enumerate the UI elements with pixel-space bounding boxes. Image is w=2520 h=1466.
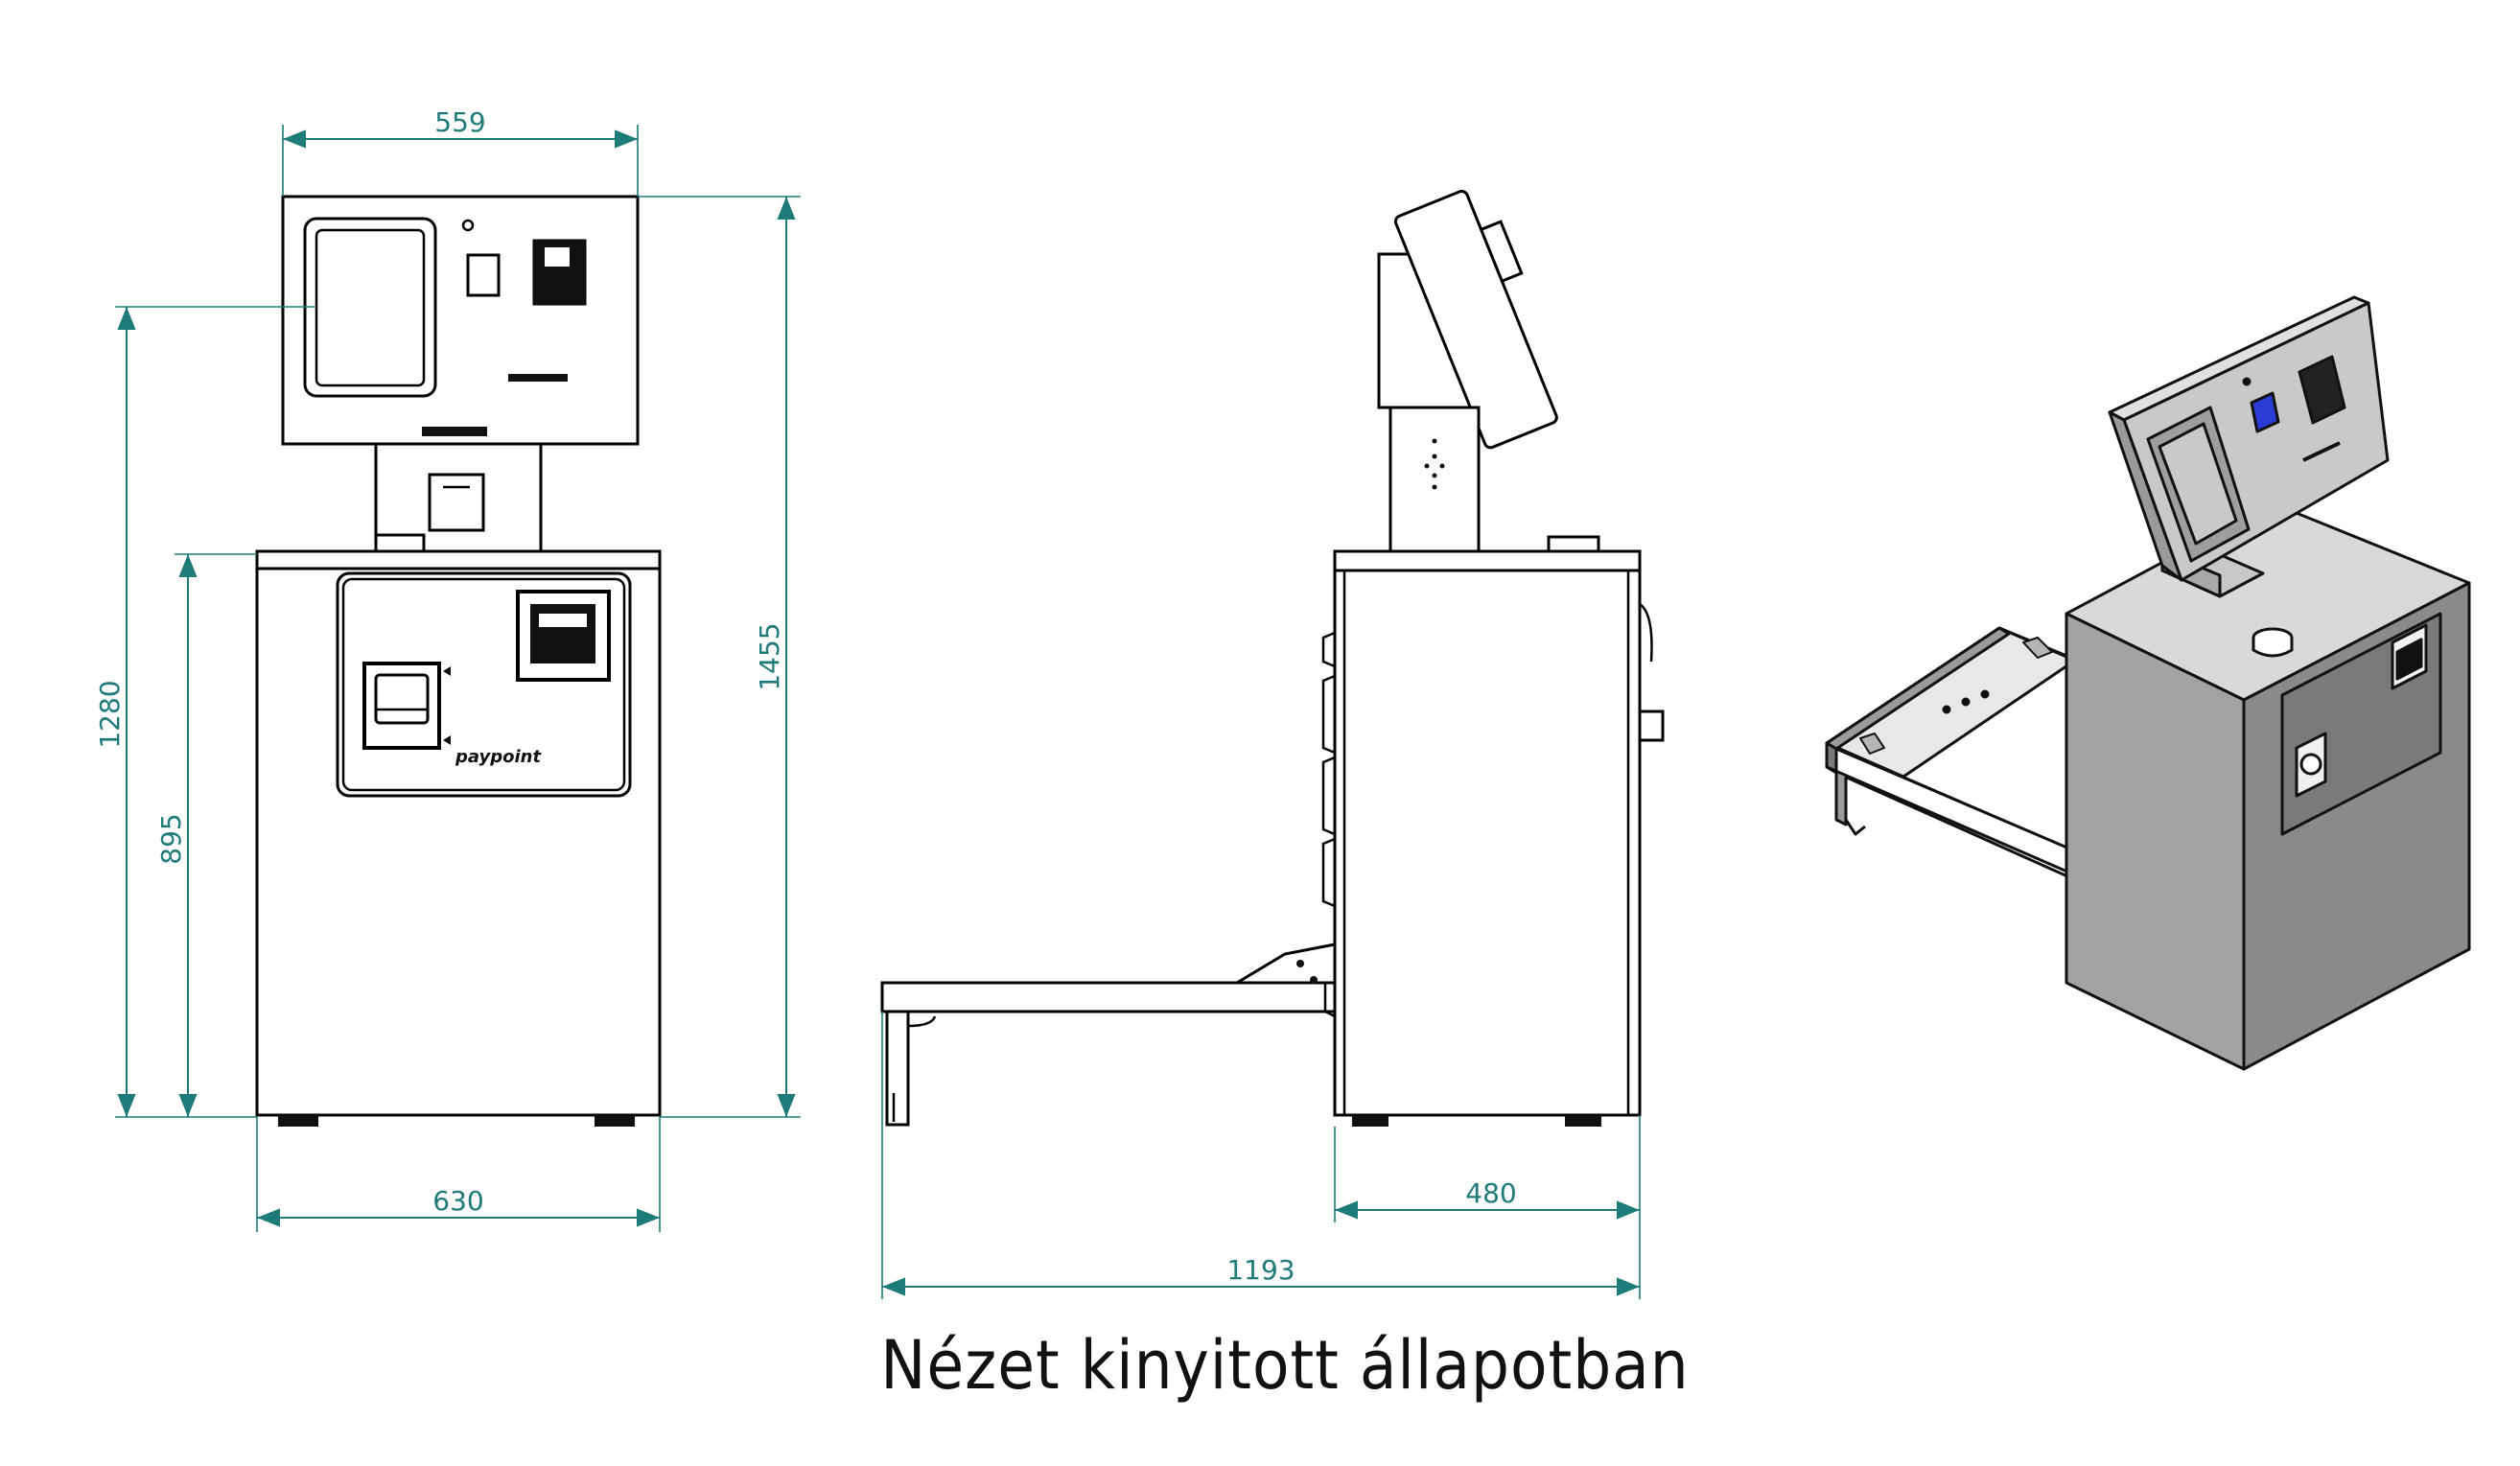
dim-label-559: 559 <box>434 106 485 138</box>
side-dimensions: 480 1193 <box>881 1012 1641 1299</box>
side-column <box>1388 406 1481 553</box>
front-scanner-window <box>466 253 501 297</box>
front-foot-left <box>278 1115 318 1127</box>
isometric-view <box>1825 295 2471 1071</box>
front-card-reader-display <box>545 247 570 267</box>
front-cabinet-panel-inner <box>341 577 626 792</box>
side-view <box>880 189 1665 1127</box>
front-bill-acceptor-slot <box>530 604 595 663</box>
iso-screen <box>2158 422 2238 546</box>
dim-label-480: 480 <box>1465 1177 1516 1209</box>
front-arrow-marker <box>443 666 451 676</box>
caption: Nézet kinyitott állapotban <box>880 1326 1689 1405</box>
dim-label-1193: 1193 <box>1226 1254 1295 1286</box>
iso-card-reader <box>2298 355 2346 425</box>
front-cabinet-top <box>255 549 662 570</box>
dim-label-1280: 1280 <box>94 680 126 748</box>
iso-scanner-screen <box>2250 391 2280 433</box>
front-arrow-marker <box>443 735 451 745</box>
front-bill-acceptor-window <box>539 614 587 627</box>
side-tray-bracket <box>1231 942 1337 985</box>
front-view: paypoint <box>255 195 662 1127</box>
side-head-panel <box>1393 189 1558 450</box>
side-head-handle <box>1479 220 1524 284</box>
side-tray-leg <box>885 1010 910 1127</box>
front-foot-right <box>595 1115 635 1127</box>
front-column-foot <box>374 533 426 553</box>
front-screen-bezel <box>303 217 437 398</box>
front-column-hatch <box>428 473 485 532</box>
side-open-tray <box>880 981 1337 1013</box>
front-dimensions: 559 1455 1280 895 630 <box>94 106 801 1232</box>
dim-label-630: 630 <box>432 1185 483 1217</box>
front-screen <box>315 228 426 387</box>
side-cabinet-top <box>1333 549 1642 572</box>
side-cabinet-body <box>1333 569 1642 1117</box>
dim-label-1455: 1455 <box>754 622 785 690</box>
front-camera-dot <box>461 219 475 232</box>
dim-label-895: 895 <box>155 813 187 864</box>
side-top-cap <box>1547 535 1600 553</box>
front-head-bottom-slot <box>422 427 487 436</box>
side-knob <box>1638 710 1665 742</box>
front-receipt-slot <box>508 374 568 382</box>
front-logo: paypoint <box>455 747 542 767</box>
front-coin-acceptor-slot <box>374 673 430 725</box>
